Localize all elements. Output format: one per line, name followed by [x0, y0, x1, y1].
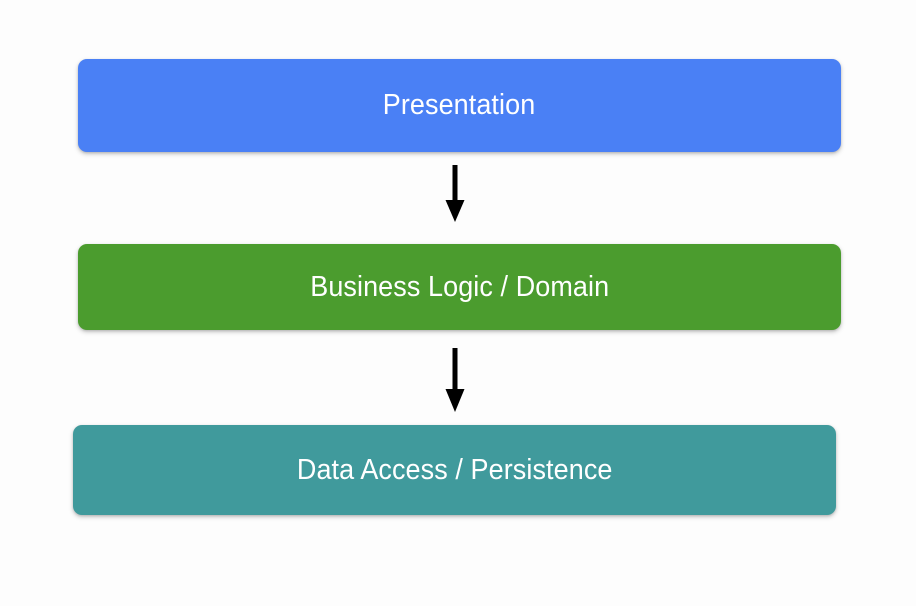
- arrow-presentation-to-business-logic: [445, 165, 465, 222]
- layer-box-presentation[interactable]: Presentation: [78, 59, 841, 152]
- arrow-business-logic-to-data-access: [445, 348, 465, 412]
- arrow-head: [445, 389, 465, 412]
- layer-label-presentation: Presentation: [383, 89, 536, 121]
- layer-label-business-logic: Business Logic / Domain: [310, 270, 609, 303]
- arrow-head: [445, 200, 465, 222]
- layer-box-data-access[interactable]: Data Access / Persistence: [73, 425, 836, 515]
- layer-label-data-access: Data Access / Persistence: [296, 453, 613, 486]
- layer-box-business-logic[interactable]: Business Logic / Domain: [78, 244, 841, 330]
